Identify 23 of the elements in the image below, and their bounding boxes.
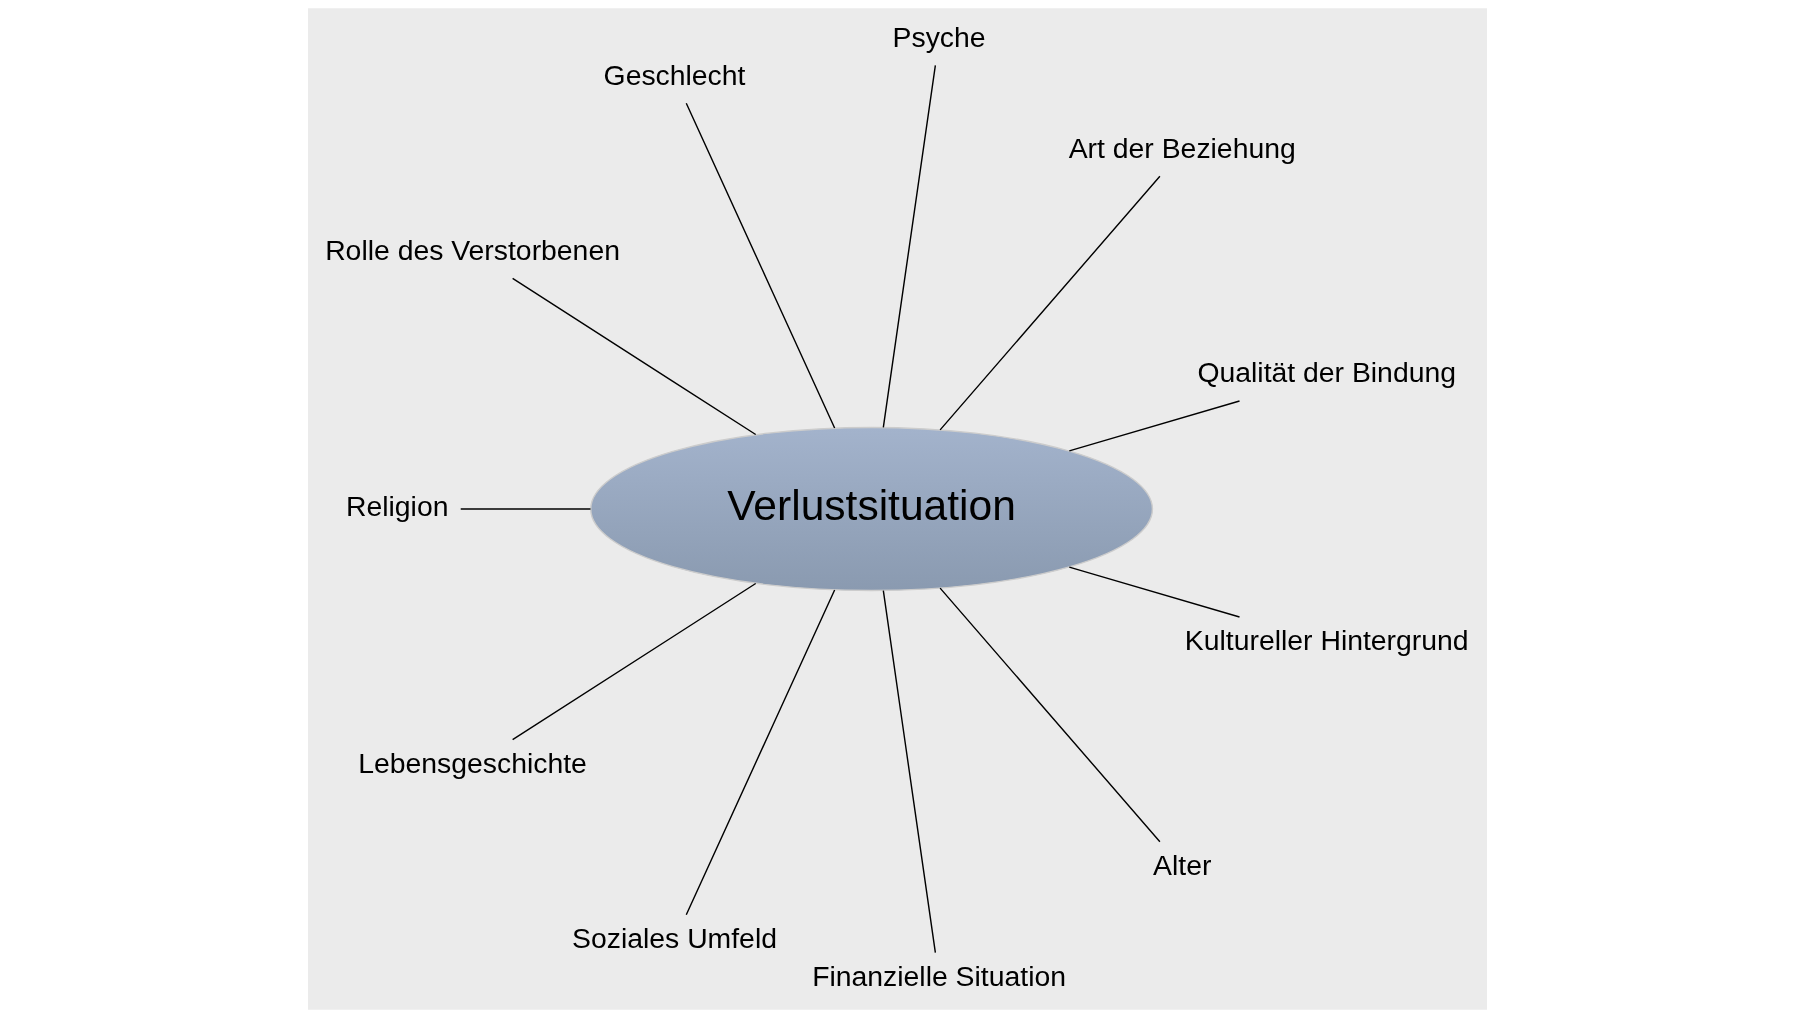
node-text: Alter (1153, 848, 1212, 881)
node-text: Soziales Umfeld (572, 921, 777, 954)
connector (511, 582, 757, 741)
connector (939, 175, 1161, 431)
connector (460, 508, 592, 510)
connector (1068, 400, 1241, 452)
node-text: Kultureller Hintergrund (1184, 623, 1469, 656)
node-text: Finanzielle Situation (812, 959, 1066, 992)
node-text: Religion (345, 490, 449, 523)
connector (511, 277, 757, 436)
connector (685, 589, 836, 916)
connector (939, 587, 1161, 843)
connector (685, 102, 836, 429)
node-text: Psyche (892, 20, 986, 53)
node-text: Geschlecht (603, 58, 746, 91)
node-text: Qualität der Bindung (1197, 356, 1456, 389)
connector (882, 64, 937, 428)
node-ellipse: Verlustsituation (590, 426, 1154, 592)
connector (882, 589, 937, 954)
node-text: Rolle des Verstorbenen (325, 233, 620, 266)
node-text: Lebensgeschichte (358, 746, 587, 779)
node-text: Art der Beziehung (1068, 131, 1296, 164)
connector (1068, 566, 1241, 618)
